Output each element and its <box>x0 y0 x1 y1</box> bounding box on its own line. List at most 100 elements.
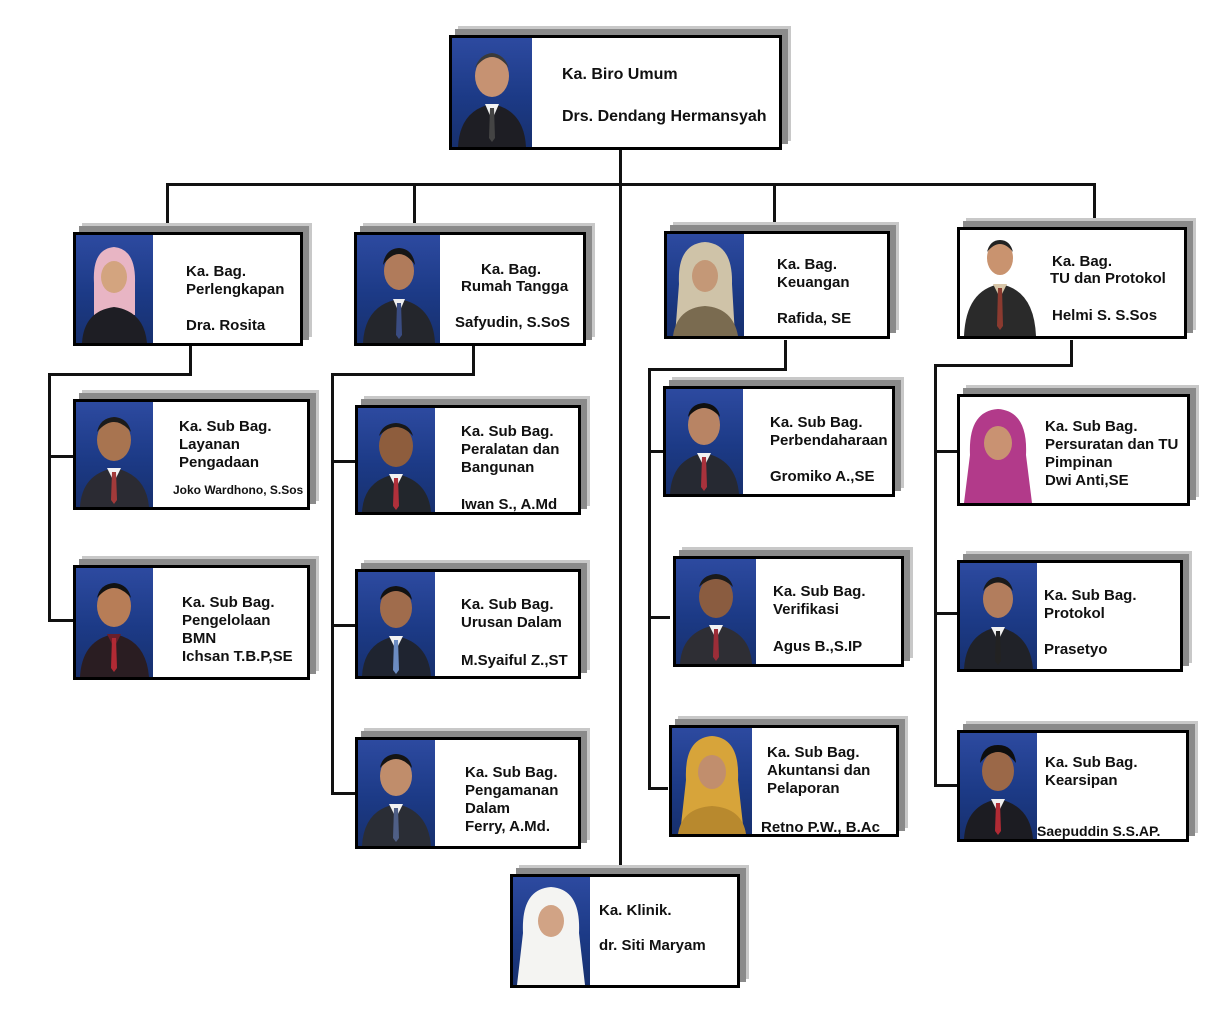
dept-role-line-1: Ka. Bag. <box>186 263 247 280</box>
connector-dept-1-sub-2 <box>48 619 74 622</box>
connector-horizontal-bus <box>166 183 1096 186</box>
card-sub-persuratan-tu-pimpinan: Ka. Sub Bag. Persuratan dan TU Pimpinan … <box>957 394 1190 506</box>
connector-dept-2-across <box>331 373 475 376</box>
connector-dept-2-sub-1 <box>331 460 355 463</box>
sub-role-line-1: Ka. Sub Bag. <box>770 414 863 431</box>
connector-dept-3-sub-3 <box>648 787 668 790</box>
dept-role-line-2: TU dan Protokol <box>1050 270 1166 287</box>
dept-role-line-2: Keuangan <box>777 274 850 291</box>
sub-role-line-1: Ka. Sub Bag. <box>182 594 275 611</box>
sub-role-line-1: Ka. Sub Bag. <box>1045 754 1138 771</box>
sub-name: Retno P.W., B.Ac <box>761 819 880 836</box>
head-name: Drs. Dendang Hermansyah <box>562 108 767 125</box>
sub-role-line-2: Kearsipan <box>1045 772 1118 789</box>
sub-role-line-2: Verifikasi <box>773 601 839 618</box>
portrait-photo <box>76 235 153 343</box>
sub-role-line-2: Pengelolaan <box>182 612 271 629</box>
connector-dept-1-across <box>48 373 192 376</box>
sub-role-line-1: Ka. Sub Bag. <box>767 744 860 761</box>
card-sub-layanan-pengadaan: Ka. Sub Bag. Layanan Pengadaan Joko Ward… <box>73 399 310 510</box>
sub-role-line-1: Ka. Sub Bag. <box>1045 418 1138 435</box>
sub-role-line-1: Ka. Sub Bag. <box>465 764 558 781</box>
connector-dept-1-sub-1 <box>48 455 74 458</box>
sub-role-line-2: Peralatan dan <box>461 441 560 458</box>
sub-role-line-3: Pelaporan <box>767 780 840 797</box>
connector-dept-3-spine <box>648 368 651 789</box>
connector-dept-4-sub-2 <box>934 612 958 615</box>
portrait-photo <box>76 568 153 677</box>
portrait-photo <box>960 563 1037 669</box>
card-sub-urusan-dalam: Ka. Sub Bag. Urusan Dalam M.Syaiful Z.,S… <box>355 569 581 679</box>
dept-role-line-1: Ka. Bag. <box>481 261 542 278</box>
card-clinic: Ka. Klinik. dr. Siti Maryam <box>510 874 740 988</box>
connector-dept-4-sub-3 <box>934 784 958 787</box>
portrait-photo <box>358 408 435 512</box>
sub-name: Joko Wardhono, S.Sos <box>173 483 304 497</box>
dept-name: Safyudin, S.SoS <box>455 314 571 331</box>
sub-role-line-2: Protokol <box>1044 605 1105 622</box>
portrait-photo <box>676 559 756 664</box>
connector-dept-1-spine <box>48 373 51 621</box>
card-sub-pengelolaan-bmn: Ka. Sub Bag. Pengelolaan BMN Ichsan T.B.… <box>73 565 310 680</box>
sub-role-line-1: Ka. Sub Bag. <box>461 423 554 440</box>
connector-dept-2-down <box>472 345 475 375</box>
card-sub-peralatan-bangunan: Ka. Sub Bag. Peralatan dan Bangunan Iwan… <box>355 405 581 515</box>
connector-dept-2-sub-3 <box>331 792 355 795</box>
sub-role-line-1: Ka. Sub Bag. <box>179 418 272 435</box>
connector-dept-2-spine <box>331 373 334 794</box>
connector-drop-dept-4 <box>1093 183 1096 228</box>
connector-dept-3-down <box>784 340 787 370</box>
card-sub-akuntansi-pelaporan: Ka. Sub Bag. Akuntansi dan Pelaporan Ret… <box>669 725 899 837</box>
clinic-role: Ka. Klinik. <box>599 902 672 919</box>
sub-role-line-1: Ka. Sub Bag. <box>1044 587 1137 604</box>
sub-role-line-2: Urusan Dalam <box>461 614 562 631</box>
portrait-photo <box>452 38 532 147</box>
sub-role-line-1: Ka. Sub Bag. <box>461 596 554 613</box>
sub-name: M.Syaiful Z.,ST <box>461 652 568 669</box>
connector-drop-dept-2 <box>413 183 416 231</box>
portrait-photo <box>960 397 1037 503</box>
connector-drop-dept-1 <box>166 183 169 231</box>
dept-name: Helmi S. S.Sos <box>1052 307 1158 324</box>
sub-role-line-3: Bangunan <box>461 459 535 476</box>
card-sub-perbendaharaan: Ka. Sub Bag. Perbendaharaan Gromiko A.,S… <box>663 386 895 497</box>
card-sub-pengamanan-dalam: Ka. Sub Bag. Pengamanan Dalam Ferry, A.M… <box>355 737 581 849</box>
dept-role-line-2: Perlengkapan <box>186 281 285 298</box>
head-role: Ka. Biro Umum <box>562 66 678 83</box>
sub-name: Agus B.,S.IP <box>773 638 863 655</box>
card-dept-perlengkapan: Ka. Bag. Perlengkapan Dra. Rosita <box>73 232 303 346</box>
sub-name: Ichsan T.B.P,SE <box>182 648 293 665</box>
connector-dept-4-sub-1 <box>934 450 958 453</box>
sub-name: Ferry, A.Md. <box>465 818 551 835</box>
connector-head-trunk <box>619 147 622 877</box>
sub-role-line-2: Perbendaharaan <box>770 432 888 449</box>
sub-role-line-3: BMN <box>182 630 217 647</box>
connector-dept-3-sub-2 <box>648 616 670 619</box>
sub-role-line-1: Ka. Sub Bag. <box>773 583 866 600</box>
connector-dept-3-across <box>648 368 787 371</box>
sub-role-line-3: Dalam <box>465 800 511 817</box>
portrait-photo <box>960 230 1040 336</box>
sub-role-line-2: Layanan <box>179 436 240 453</box>
connector-dept-1-down <box>189 345 192 375</box>
connector-drop-dept-3 <box>773 183 776 231</box>
clinic-name: dr. Siti Maryam <box>599 937 706 954</box>
sub-role-line-2: Akuntansi dan <box>767 762 871 779</box>
dept-role-line-1: Ka. Bag. <box>1052 253 1113 270</box>
connector-dept-4-down <box>1070 340 1073 366</box>
portrait-photo <box>666 389 743 494</box>
sub-role-line-3: Pimpinan <box>1045 454 1113 471</box>
portrait-photo <box>960 733 1037 839</box>
portrait-photo <box>76 402 153 507</box>
sub-role-line-2: Persuratan dan TU <box>1045 436 1179 453</box>
sub-name: Dwi Anti,SE <box>1045 472 1129 489</box>
portrait-photo <box>358 572 435 676</box>
sub-name: Gromiko A.,SE <box>770 468 875 485</box>
card-sub-verifikasi: Ka. Sub Bag. Verifikasi Agus B.,S.IP <box>673 556 904 667</box>
connector-dept-4-spine <box>934 364 937 786</box>
portrait-photo <box>672 728 752 834</box>
sub-name: Saepuddin S.S.AP. <box>1037 823 1161 839</box>
connector-dept-3-sub-1 <box>648 450 664 453</box>
sub-name: Iwan S., A.Md <box>461 496 558 513</box>
dept-role-line-2: Rumah Tangga <box>461 278 569 295</box>
